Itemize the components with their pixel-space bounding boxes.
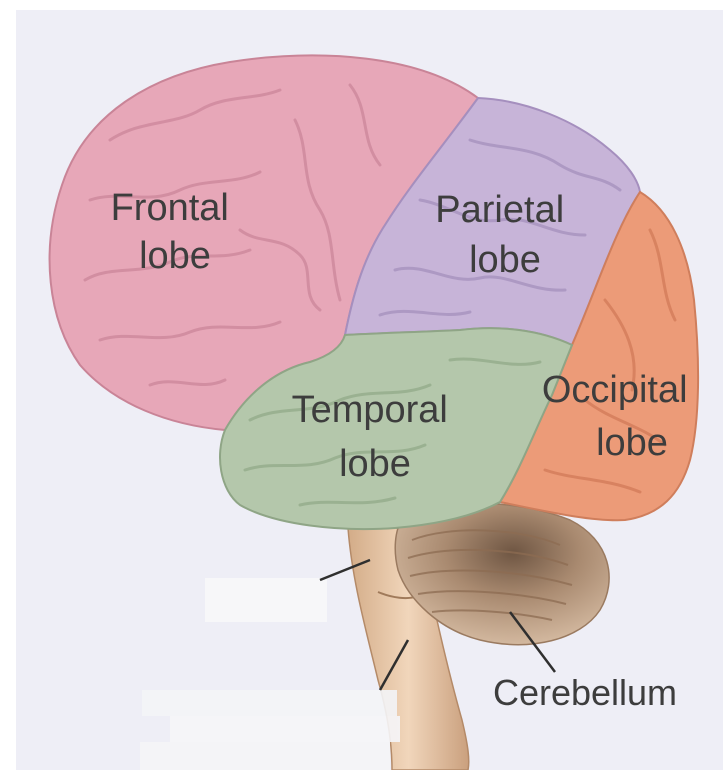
occipital-lobe-label-line2: lobe: [596, 422, 668, 464]
parietal-lobe-label-line2: lobe: [469, 239, 541, 281]
frontal-lobe-label-line1: Frontal: [111, 187, 229, 229]
frontal-lobe-label-line2: lobe: [139, 235, 211, 277]
paper-patch: [170, 716, 400, 742]
temporal-lobe-label-line1: Temporal: [292, 389, 448, 431]
temporal-lobe-label-line2: lobe: [339, 443, 411, 485]
paper-patch: [205, 578, 327, 622]
cerebellum-label: Cerebellum: [493, 672, 677, 713]
paper-patch: [140, 742, 390, 770]
occipital-lobe-label-line1: Occipital: [542, 369, 688, 411]
parietal-lobe-label-line1: Parietal: [435, 189, 564, 231]
paper-patch: [142, 690, 397, 716]
